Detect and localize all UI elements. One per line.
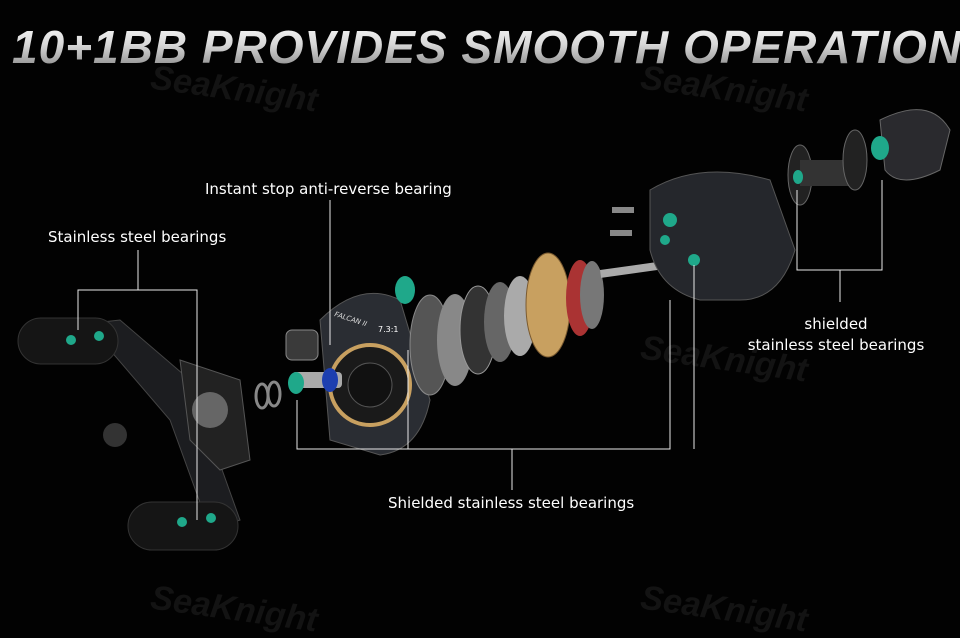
bearing-icon	[395, 276, 415, 304]
spool	[787, 109, 951, 206]
reel-frame	[610, 171, 796, 301]
label-body-bearings: Shielded stainless steel bearings	[388, 494, 635, 512]
ratio-marking: 7.3:1	[378, 325, 399, 334]
label-line: stainless steel bearings	[747, 336, 925, 354]
bearing-icon	[288, 372, 304, 394]
label-line: shielded	[804, 315, 868, 333]
leader-lines	[77, 180, 883, 520]
spring	[254, 380, 282, 410]
headline: 10+1BB PROVIDES SMOOTH OPERATION	[12, 20, 960, 74]
label-anti-reverse-bearing: Instant stop anti-reverse bearing	[205, 180, 452, 198]
handle	[17, 317, 251, 551]
blue-nut	[322, 368, 338, 392]
drag-washers	[409, 252, 604, 396]
label-spool-bearings: shielded stainless steel bearings	[746, 314, 926, 356]
side-plate: FALCAN II	[285, 292, 431, 456]
label-handle-bearings: Stainless steel bearings	[48, 228, 227, 246]
